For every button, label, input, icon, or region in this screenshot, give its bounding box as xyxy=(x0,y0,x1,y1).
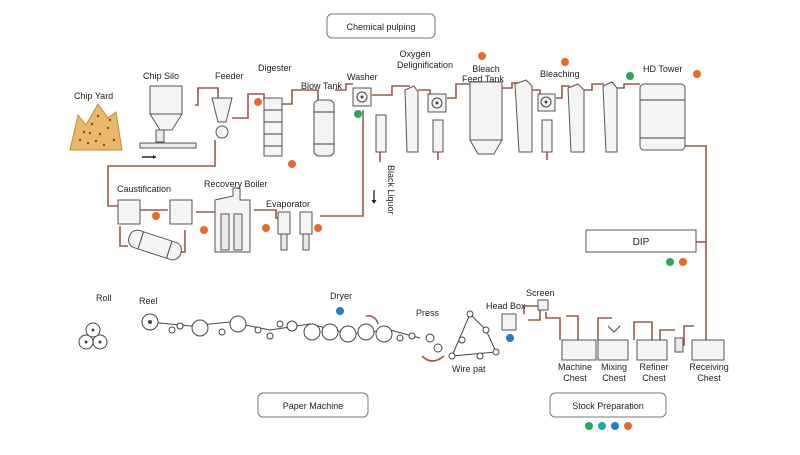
marker-dot xyxy=(288,160,296,168)
marker-dot xyxy=(478,52,486,60)
svg-text:Receiving: Receiving xyxy=(689,362,729,372)
washer: Washer xyxy=(347,72,387,153)
marker-dot xyxy=(314,224,322,232)
label-feed-tank-visible: Feed Tank xyxy=(462,74,504,84)
label-oxygen: Oxygen xyxy=(399,49,430,59)
pipes xyxy=(107,82,707,346)
section-paper-machine: Paper Machine xyxy=(257,392,369,418)
marker-dot xyxy=(254,98,262,106)
svg-text:Head Box: Head Box xyxy=(486,301,526,311)
label-caustification: Caustification xyxy=(117,184,171,194)
label-washer: Washer xyxy=(347,72,378,82)
section-title: Paper Machine xyxy=(283,401,344,411)
marker-dot xyxy=(626,72,634,80)
label-digester: Digester xyxy=(258,63,292,73)
marker-dot xyxy=(152,212,160,220)
receiving-chest: Receiving Chest xyxy=(689,339,729,383)
section-stock-preparation: Stock Preparation xyxy=(549,392,667,418)
label-chip-silo: Chip Silo xyxy=(143,71,179,81)
label-hd-tower: HD Tower xyxy=(643,64,682,74)
label-bleach: Bleach xyxy=(472,64,500,74)
marker-dot xyxy=(354,110,362,118)
svg-text:Screen: Screen xyxy=(526,288,555,298)
press: Press xyxy=(416,308,445,362)
chip-yard: Chip Yard xyxy=(69,91,123,151)
marker-dot xyxy=(624,422,632,430)
label-feeder: Feeder xyxy=(215,71,244,81)
svg-text:Chest: Chest xyxy=(602,373,626,383)
marker-dot xyxy=(506,334,514,342)
roll: Roll xyxy=(78,293,112,350)
black-liquor-label: Black Liquor xyxy=(371,165,396,215)
caustification: Caustification xyxy=(117,184,193,261)
svg-text:Dryer: Dryer xyxy=(330,291,352,301)
machine-chest: Machine Chest xyxy=(558,339,597,383)
label-blow-tank: Blow Tank xyxy=(301,81,342,91)
section-chemical-pulping: Chemical pulping xyxy=(326,13,436,39)
bleaching-towers: Bleaching xyxy=(514,69,618,153)
marker-dot xyxy=(585,422,593,430)
blow-tank: Blow Tank xyxy=(301,81,342,157)
marker-dot xyxy=(679,258,687,266)
section-title: Stock Preparation xyxy=(572,401,644,411)
svg-text:Mixing: Mixing xyxy=(601,362,627,372)
hd-tower: HD Tower xyxy=(639,64,686,151)
chip-silo: Chip Silo xyxy=(139,71,197,159)
svg-text:Chest: Chest xyxy=(563,373,587,383)
svg-text:Refiner: Refiner xyxy=(639,362,668,372)
label-delignification: Delignification xyxy=(397,60,453,70)
marker-dot xyxy=(336,307,344,315)
svg-text:Wire pat: Wire pat xyxy=(452,364,486,374)
label-recovery-boiler: Recovery Boiler xyxy=(204,179,268,189)
marker-dot xyxy=(693,70,701,78)
svg-text:Roll: Roll xyxy=(96,293,112,303)
evaporator: Evaporator xyxy=(266,199,313,251)
svg-text:Black Liquor: Black Liquor xyxy=(386,165,396,215)
dip: DIP xyxy=(585,229,697,253)
reel: Reel xyxy=(139,296,159,331)
feeder: Feeder xyxy=(211,71,244,139)
marker-dot xyxy=(598,422,606,430)
label-chip-yard: Chip Yard xyxy=(74,91,113,101)
mixing-chest: Mixing Chest xyxy=(597,325,629,383)
wire-part: Wire pat xyxy=(448,310,500,374)
digester: Digester xyxy=(258,63,292,157)
dryer-section: Dryer xyxy=(149,291,421,343)
head-box: Head Box xyxy=(486,301,526,331)
oxygen-delignification: Oxygen Delignification xyxy=(397,49,453,153)
svg-text:Chest: Chest xyxy=(697,373,721,383)
marker-dot xyxy=(561,58,569,66)
recovery-boiler: Recovery Boiler xyxy=(204,179,268,253)
marker-dot xyxy=(262,224,270,232)
refiner-chest: Refiner Chest xyxy=(636,337,684,383)
bleach-feed-tank: Bleach Feed Tank xyxy=(469,64,503,155)
markers xyxy=(152,52,701,430)
svg-text:Machine: Machine xyxy=(558,362,592,372)
screen: Screen xyxy=(526,288,555,311)
svg-text:Reel: Reel xyxy=(139,296,158,306)
marker-dot xyxy=(611,422,619,430)
label-evaporator: Evaporator xyxy=(266,199,310,209)
svg-text:Chest: Chest xyxy=(642,373,666,383)
section-title: Chemical pulping xyxy=(346,22,415,32)
marker-dot xyxy=(200,226,208,234)
marker-dot xyxy=(666,258,674,266)
svg-text:Press: Press xyxy=(416,308,440,318)
label-bleaching: Bleaching xyxy=(540,69,580,79)
label-dip: DIP xyxy=(633,237,650,248)
